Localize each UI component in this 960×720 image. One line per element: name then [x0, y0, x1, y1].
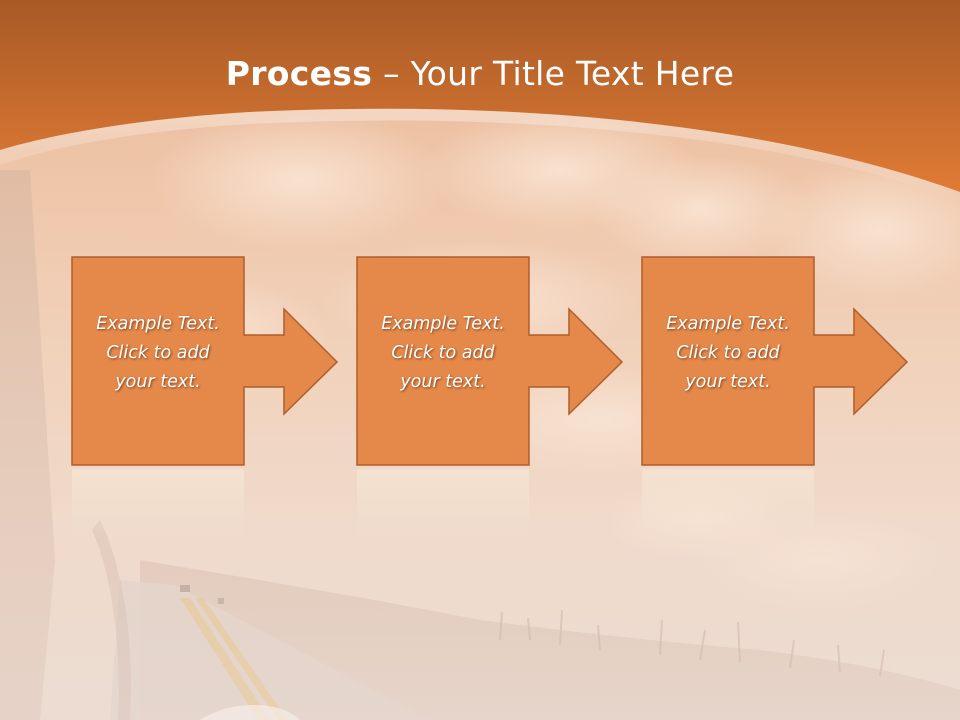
step-text-line: Example Text.	[666, 314, 790, 334]
step-text: Example Text. Click to add your text.	[72, 310, 244, 397]
step-text-line: Example Text.	[381, 314, 505, 334]
step-arrow-shape	[356, 256, 624, 539]
process-step-2[interactable]: Example Text. Click to add your text.	[356, 256, 627, 557]
slide-title[interactable]: Process – Your Title Text Here	[0, 54, 960, 93]
title-separator: –	[372, 54, 411, 93]
step-text: Example Text. Click to add your text.	[642, 310, 814, 397]
step-text-line: Click to add	[106, 343, 210, 363]
step-reflection	[642, 469, 814, 539]
step-reflection	[72, 469, 244, 539]
step-arrow-shape	[71, 256, 339, 539]
step-text-line: Click to add	[676, 343, 780, 363]
step-text: Example Text. Click to add your text.	[357, 310, 529, 397]
step-text-line: Example Text.	[96, 314, 220, 334]
title-rest: Your Title Text Here	[410, 54, 735, 93]
step-arrow-shape	[641, 256, 909, 539]
title-bold: Process	[225, 54, 373, 93]
step-reflection	[357, 469, 529, 539]
step-text-line: Click to add	[391, 343, 495, 363]
process-step-1[interactable]: Example Text. Click to add your text.	[71, 256, 342, 557]
step-text-line: your text.	[115, 372, 201, 392]
header-band	[0, 0, 960, 200]
step-text-line: your text.	[400, 372, 486, 392]
process-step-3[interactable]: Example Text. Click to add your text.	[641, 256, 912, 557]
step-text-line: your text.	[685, 372, 771, 392]
